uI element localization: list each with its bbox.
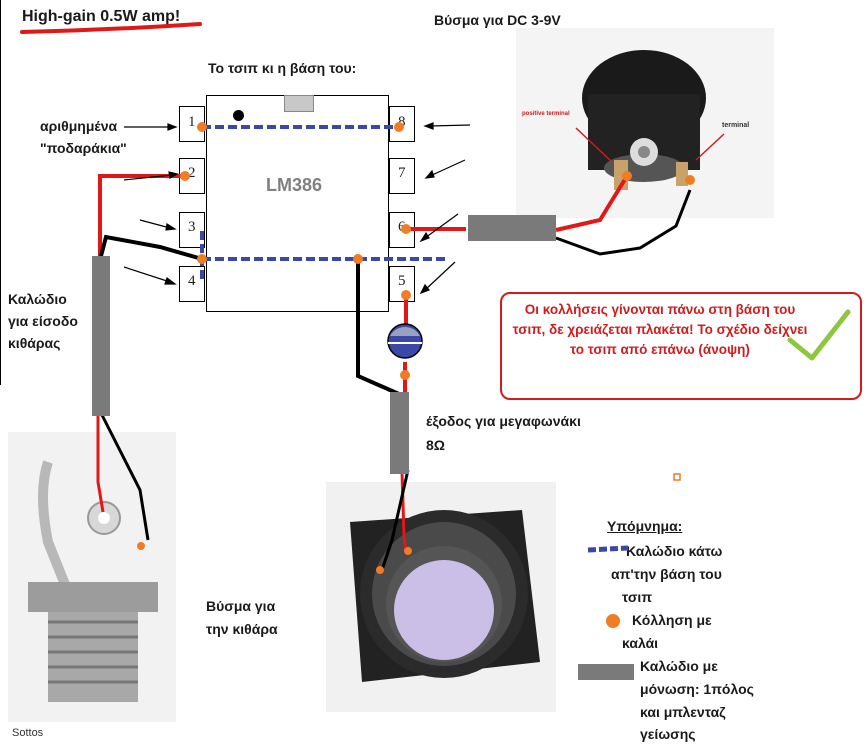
speaker-out-label-line2: 8Ω	[426, 437, 446, 453]
shielded-cable-input	[92, 256, 110, 416]
pin-number-2: 2	[188, 165, 196, 181]
legend-dashed-line3: τσιπ	[622, 589, 653, 605]
output-capacitor	[387, 323, 423, 359]
black-wire-speaker-ground	[380, 469, 410, 571]
chip-pin1-dot	[233, 110, 244, 121]
guitar-cable-label-line3: κιθάρας	[8, 335, 61, 351]
arrow-pin3	[139, 219, 171, 229]
dc-ground-label: terminal	[722, 122, 750, 129]
solder-jack-ground	[137, 542, 145, 550]
legend-dashed-symbol	[587, 545, 629, 553]
left-frame-line	[0, 0, 1, 385]
arrow-dc-positive	[575, 127, 613, 163]
note-box: Οι κολλήσεις γίνονται πάνω στη βάση του …	[500, 292, 862, 400]
solder-dc-positive	[622, 171, 632, 181]
pins-caption-line2: "ποδαράκια"	[40, 140, 127, 156]
guitar-jack-drawing	[28, 460, 158, 702]
black-wire-ground-input	[99, 234, 203, 261]
arrow-pin8	[429, 124, 471, 127]
solder-pin6	[401, 224, 411, 234]
chip-notch	[284, 95, 314, 112]
legend-shielded-symbol	[578, 664, 634, 680]
shielded-cable-dc	[468, 215, 556, 241]
solder-pin8	[394, 122, 404, 132]
speaker-out-label-line1: έξοδος για μεγαφωνάκι	[426, 413, 581, 429]
pin-number-4: 4	[188, 273, 196, 289]
legend-solder-symbol	[606, 614, 620, 628]
solder-speaker-minus	[376, 566, 384, 574]
title-underline	[20, 22, 202, 34]
chip-name: LM386	[266, 175, 323, 195]
pin-number-1: 1	[188, 114, 196, 130]
pin-number-3: 3	[188, 219, 196, 235]
guitar-cable-label-line1: Καλώδιο	[8, 291, 67, 307]
check-icon	[787, 309, 851, 361]
legend-dashed-line1: Καλώδιο κάτω	[626, 543, 723, 559]
title: High-gain 0.5W amp!	[22, 8, 181, 25]
black-wire-dc-ground	[555, 189, 692, 256]
guitar-jack-label-line2: την κιθάρα	[206, 621, 278, 637]
legend-solder-line1: Κόλληση με	[632, 612, 712, 628]
guitar-jack-photo	[8, 432, 176, 722]
solder-dc-ground	[685, 175, 695, 185]
arrow-pin5	[424, 261, 456, 291]
solder-pin-ground-4	[197, 254, 207, 264]
legend-dashed-line2: απ'την βάση του	[611, 566, 722, 582]
solder-pin1	[197, 122, 207, 132]
pin-number-8: 8	[398, 114, 406, 130]
dc-positive-label: positive terminal	[522, 111, 570, 117]
black-wire-ground-speaker	[356, 259, 400, 396]
red-wire-input-jack	[96, 415, 105, 513]
legend-solder-line2: καλάι	[622, 635, 659, 651]
legend-shielded-line4: γείωσης	[640, 726, 696, 742]
pin-2	[179, 158, 205, 194]
guitar-jack-label-line1: Βύσμα για	[206, 598, 276, 614]
pin-number-7: 7	[398, 165, 406, 181]
arrow-pin4	[123, 266, 171, 283]
solder-pin5	[401, 290, 411, 300]
shielded-cable-speaker	[390, 392, 409, 474]
pin-7	[389, 158, 415, 194]
dc-jack-label: Βύσμα για DC 3-9V	[434, 12, 561, 28]
chip-caption: Το τσιπ κι η βάση του:	[208, 60, 357, 76]
speaker-drawing	[350, 510, 540, 682]
pin-number-5: 5	[398, 273, 406, 289]
arrow-pin2	[123, 174, 173, 181]
solder-ground-rail	[353, 254, 363, 264]
legend-shielded-line1: Καλώδιο με	[640, 658, 718, 674]
author-signature: Sottos	[12, 727, 44, 739]
arrow-pin6	[424, 213, 459, 239]
marker-square	[673, 473, 681, 481]
arrow-pin7	[429, 159, 466, 177]
solder-pin2	[180, 171, 190, 181]
solder-speaker-plus	[404, 547, 412, 555]
dc-jack-drawing	[582, 50, 706, 190]
solder-cap-out	[400, 370, 410, 380]
note-text: Οι κολλήσεις γίνονται πάνω στη βάση του …	[512, 302, 808, 357]
speaker-photo	[326, 482, 556, 712]
dc-jack-photo	[516, 28, 774, 218]
legend-shielded-line2: μόνωση: 1πόλος	[640, 681, 754, 697]
guitar-cable-label-line2: για είσοδο	[8, 313, 78, 329]
arrow-dc-ground	[695, 133, 725, 161]
black-wire-jack-ground	[100, 414, 150, 541]
legend-shielded-line3: και μπλενταζ	[640, 704, 726, 720]
legend-title: Υπόμνημα:	[607, 518, 683, 534]
pins-caption-line1: αριθμημένα	[40, 118, 118, 134]
red-wire-dc	[555, 174, 629, 232]
pin-3	[179, 212, 205, 248]
